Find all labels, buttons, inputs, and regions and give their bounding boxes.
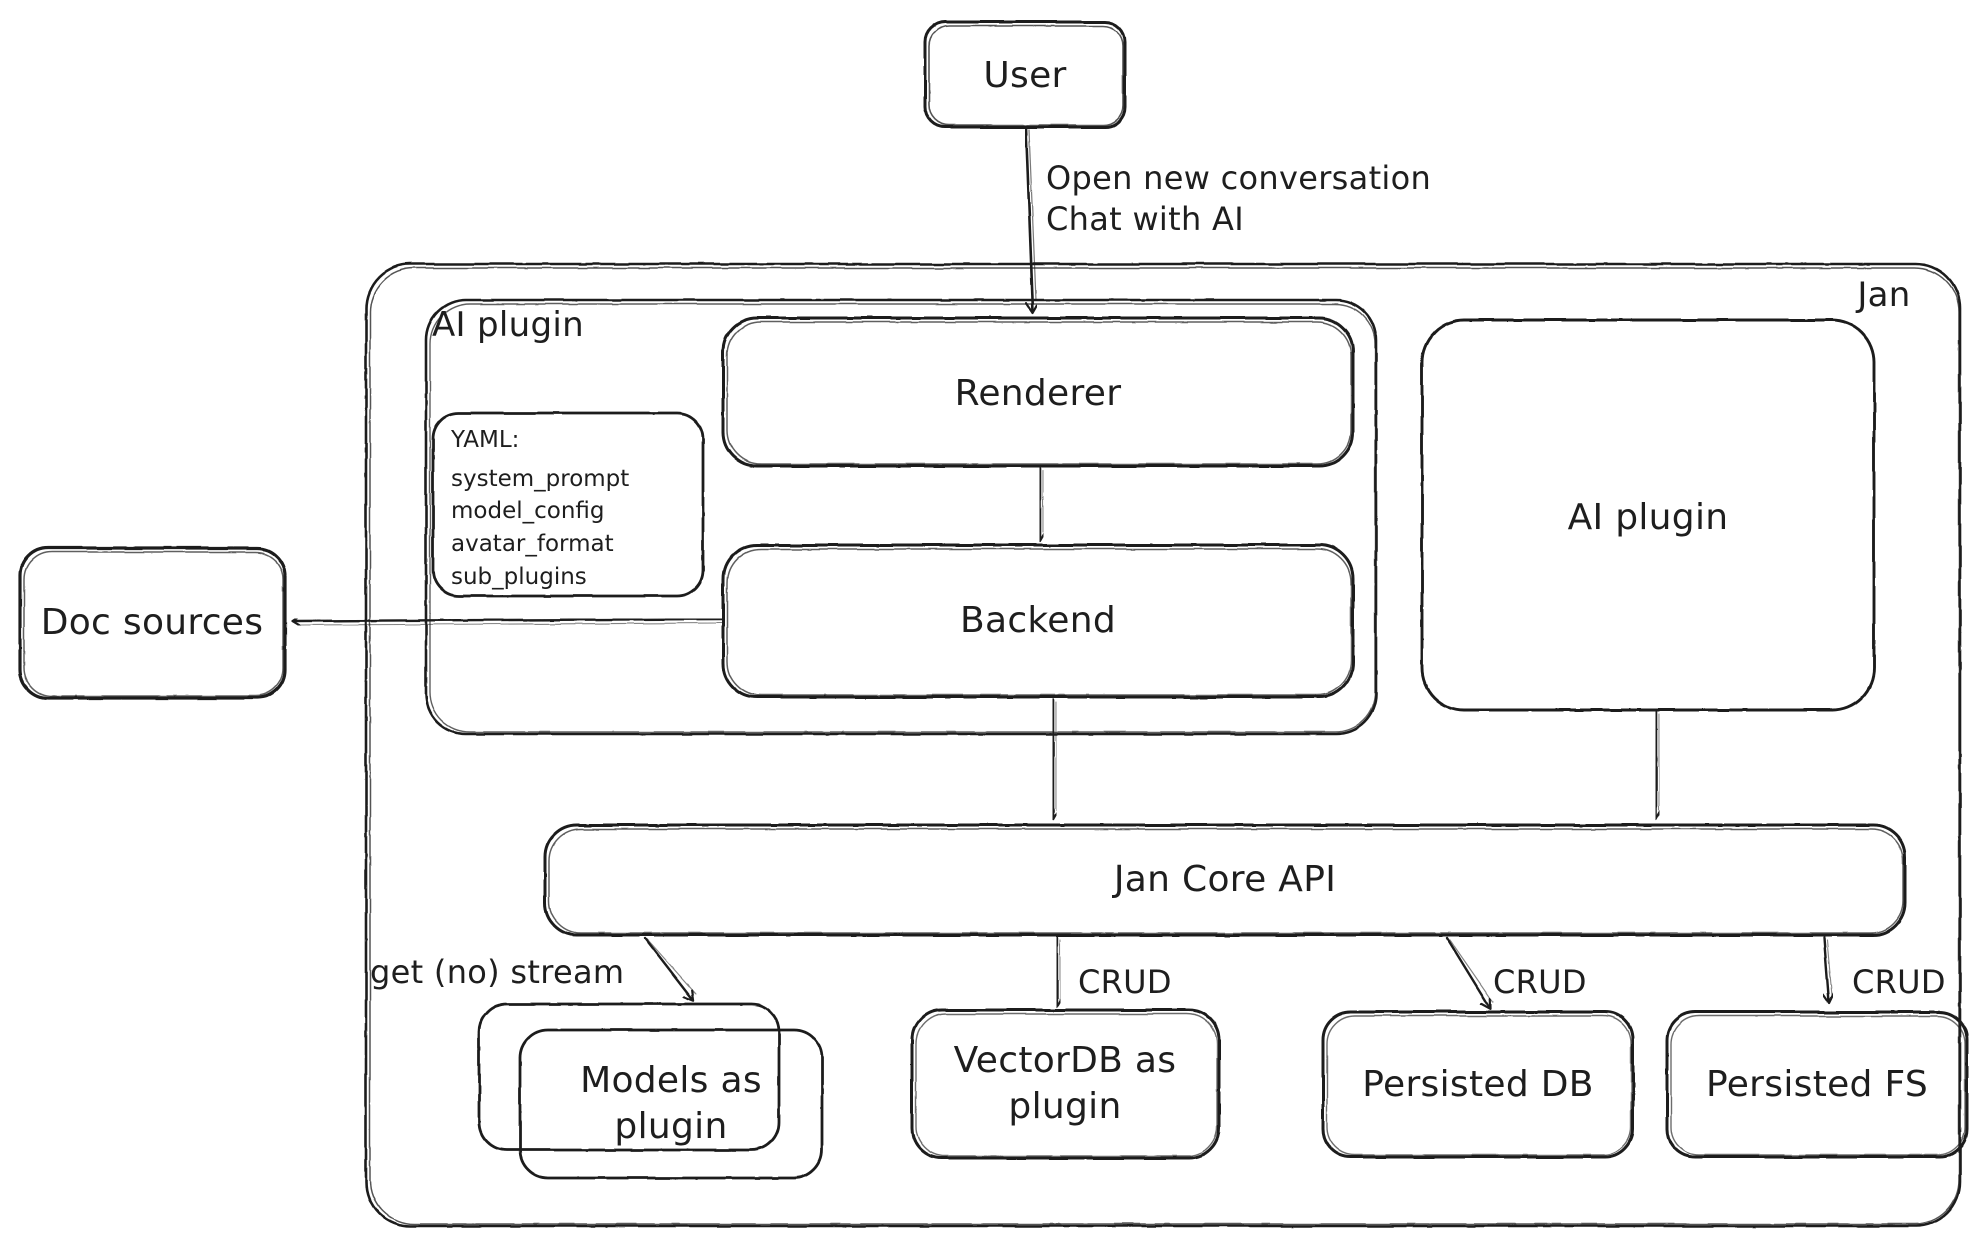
user-node-label: User (983, 54, 1067, 96)
yaml-item-avatar-format: avatar_format (451, 530, 614, 557)
yaml-item-model-config: model_config (451, 498, 605, 525)
ai-plugin-group-outline (424, 298, 1378, 736)
renderer-box-outline (721, 316, 1355, 468)
yaml-title: YAML: (451, 427, 520, 453)
yaml-box-content: YAML: system_prompt model_config avatar_… (451, 424, 629, 593)
models-plugin-label: Models as plugin (580, 1059, 762, 1147)
edge-label-get-no-stream: get (no) stream (370, 953, 625, 991)
yaml-item-system-prompt: system_prompt (451, 465, 630, 492)
vectordb-plugin-box-outline (910, 1008, 1221, 1160)
jan-core-api-box-outline (543, 823, 1907, 937)
persisted-db-label: Persisted DB (1362, 1063, 1594, 1105)
edge-label-text: Open new conversation Chat with AI (1046, 159, 1432, 238)
doc-sources-node-label: Doc sources (40, 601, 264, 643)
edge-backend-to-doc-sources (293, 619, 724, 625)
models-plugin-box-outline (477, 1002, 824, 1180)
jan-core-api-label: Jan Core API (1113, 858, 1337, 900)
backend-node-label: Backend (959, 599, 1117, 641)
edge-label-crud-vectordb: CRUD (1078, 963, 1172, 1001)
user-box-outline (923, 20, 1127, 129)
edge-backend-to-core (1053, 698, 1056, 818)
ai-plugin-right-box-outline (1420, 318, 1876, 712)
edge-ai-plugin-to-core (1656, 710, 1659, 818)
edge-user-to-renderer (1024, 126, 1036, 312)
ai-plugin-right-label: AI plugin (1567, 496, 1729, 538)
renderer-node-label: Renderer (954, 372, 1122, 414)
backend-box-outline (721, 543, 1355, 699)
edge-core-to-persisted-fs (1824, 936, 1832, 1002)
persisted-fs-box-outline (1665, 1010, 1969, 1159)
jan-container-label: Jan (1857, 275, 1911, 315)
edge-label-open-new-conversation: Open new conversation Chat with AI (1046, 158, 1431, 240)
doc-sources-box-outline (18, 546, 287, 700)
jan-container-outline (364, 262, 1962, 1228)
ai-plugin-group-label: AI plugin (432, 305, 584, 345)
persisted-db-box-outline (1321, 1010, 1635, 1159)
yaml-box-outline (431, 411, 705, 598)
edge-label-crud-persisted-db: CRUD (1493, 963, 1587, 1001)
edge-label-crud-persisted-fs: CRUD (1852, 963, 1946, 1001)
edge-core-to-models (643, 936, 697, 1000)
edge-core-to-vectordb (1057, 936, 1060, 1006)
yaml-item-sub-plugins: sub_plugins (451, 563, 587, 590)
persisted-fs-label: Persisted FS (1706, 1063, 1928, 1105)
edge-core-to-persisted-db (1445, 936, 1494, 1008)
edge-renderer-to-backend (1040, 466, 1043, 540)
vectordb-plugin-label: VectorDB as plugin (953, 1039, 1177, 1127)
